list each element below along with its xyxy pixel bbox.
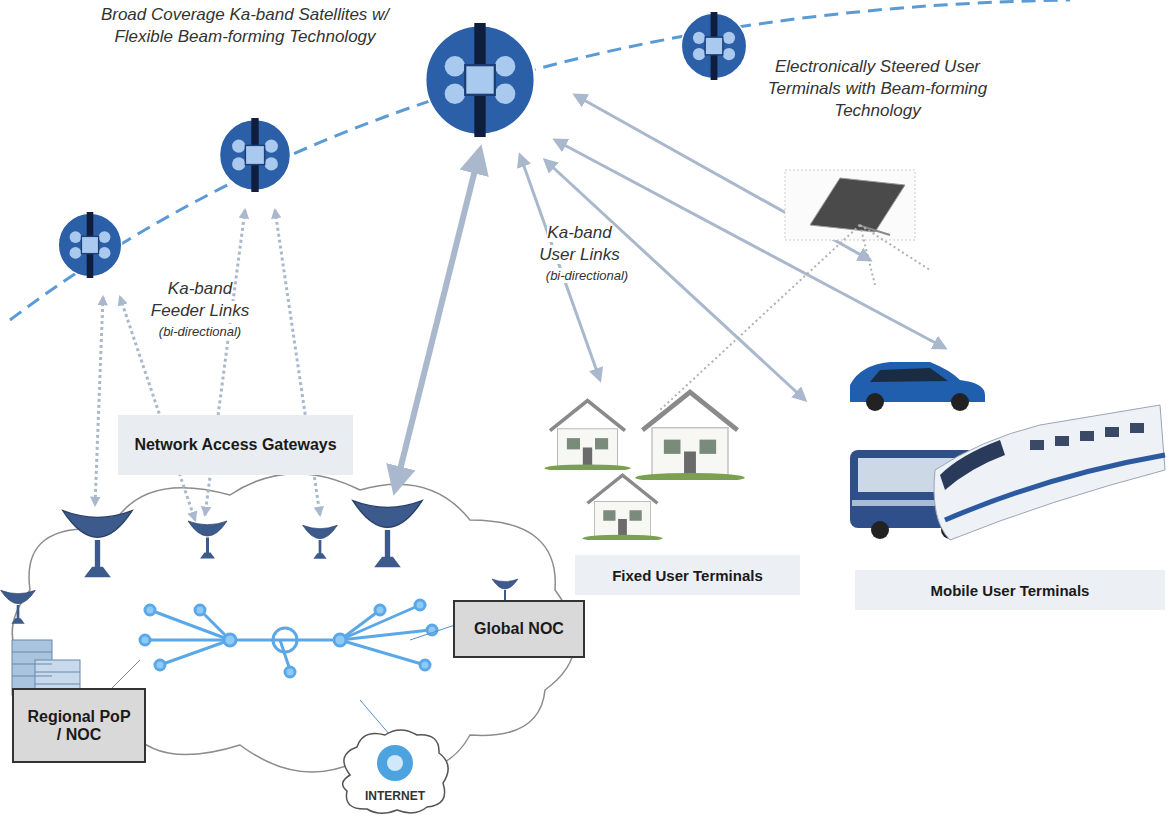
annotation-label: (bi-directional) [532,268,642,285]
annotation-label: Ka-band User Links [532,222,627,266]
cloud-outline [335,725,455,817]
annotation-label: Electronically Steered User Terminals wi… [760,56,995,122]
global-noc-box: Global NOC [453,600,585,658]
regional-pop-box: Regional PoP / NOC [12,688,146,763]
gateway-band: Network Access Gateways [118,415,353,475]
node-text: Fixed User Terminals [612,567,763,584]
label-text: Ka-band Feeder Links [151,279,249,320]
annotation-label: Broad Coverage Ka-band Satellites w/ Fle… [95,4,395,48]
label-text: Ka-band User Links [539,223,619,264]
label-text: (bi-directional) [546,268,628,283]
node-text: INTERNET [365,789,425,803]
label-text: Electronically Steered User Terminals wi… [768,57,988,120]
internet-cloud: INTERNET [335,725,455,817]
node-text: Mobile User Terminals [931,582,1090,599]
node-text: Global NOC [474,620,564,638]
annotation-label: Ka-band Feeder Links [145,278,255,322]
label-text: Broad Coverage Ka-band Satellites w/ Fle… [101,5,389,46]
node-text: Regional PoP / NOC [24,708,134,744]
fixed-terminals-band: Fixed User Terminals [575,555,800,595]
label-text: (bi-directional) [159,324,241,339]
annotation-label: (bi-directional) [145,324,255,341]
node-text: Network Access Gateways [134,436,336,454]
mobile-terminals-band: Mobile User Terminals [855,570,1165,610]
